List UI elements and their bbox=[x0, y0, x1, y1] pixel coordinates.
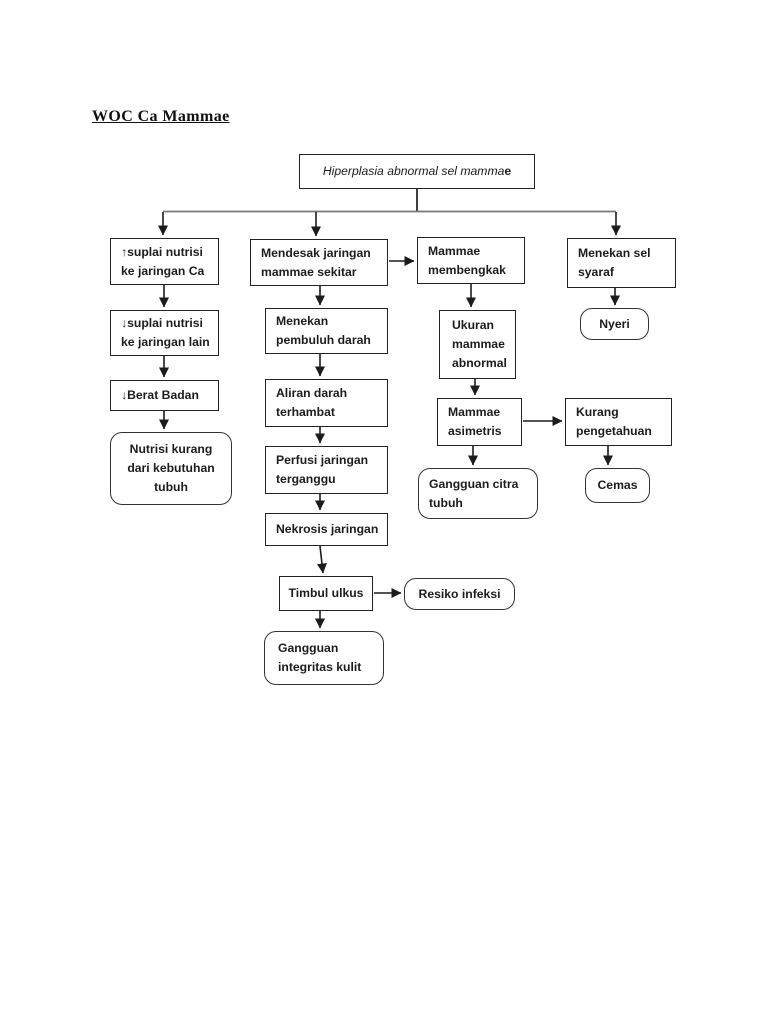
node-ukuran-abnormal: Ukuran mammae abnormal bbox=[439, 310, 516, 379]
node-cemas: Cemas bbox=[585, 468, 650, 503]
node-label-bold: e bbox=[504, 164, 512, 178]
node-resiko-infeksi: Resiko infeksi bbox=[404, 578, 515, 610]
node-gangguan-citra-tubuh: Gangguan citra tubuh bbox=[418, 468, 538, 519]
node-nekrosis-jaringan: Nekrosis jaringan bbox=[265, 513, 388, 546]
node-nyeri: Nyeri bbox=[580, 308, 649, 340]
node-menekan-sel-syaraf: Menekan sel syaraf bbox=[567, 238, 676, 288]
node-mammae-asimetris: Mammae asimetris bbox=[437, 398, 522, 446]
node-aliran-darah: Aliran darah terhambat bbox=[265, 379, 388, 427]
page-title: WOC Ca Mammae bbox=[92, 108, 230, 125]
node-perfusi-jaringan: Perfusi jaringan terganggu bbox=[265, 446, 388, 494]
node-menekan-pembuluh: Menekan pembuluh darah bbox=[265, 308, 388, 354]
node-timbul-ulkus: Timbul ulkus bbox=[279, 576, 373, 611]
node-label-italic: Hiperplasia abnormal sel mamma bbox=[322, 164, 505, 178]
node-berat-badan: ↓Berat Badan bbox=[110, 380, 219, 411]
node-nutrisi-kurang: Nutrisi kurang dari kebutuhan tubuh bbox=[110, 432, 232, 505]
arrow bbox=[316, 545, 327, 574]
node-kurang-pengetahuan: Kurang pengetahuan bbox=[565, 398, 672, 446]
node-mendesak-jaringan: Mendesak jaringan mammae sekitar bbox=[250, 239, 388, 286]
node-suplai-nutrisi-lain: ↓suplai nutrisi ke jaringan lain bbox=[110, 310, 219, 356]
node-mammae-membengkak: Mammae membengkak bbox=[417, 237, 525, 284]
node-suplai-nutrisi-ca: ↑suplai nutrisi ke jaringan Ca bbox=[110, 238, 219, 285]
node-gangguan-integritas-kulit: Gangguan integritas kulit bbox=[264, 631, 384, 685]
